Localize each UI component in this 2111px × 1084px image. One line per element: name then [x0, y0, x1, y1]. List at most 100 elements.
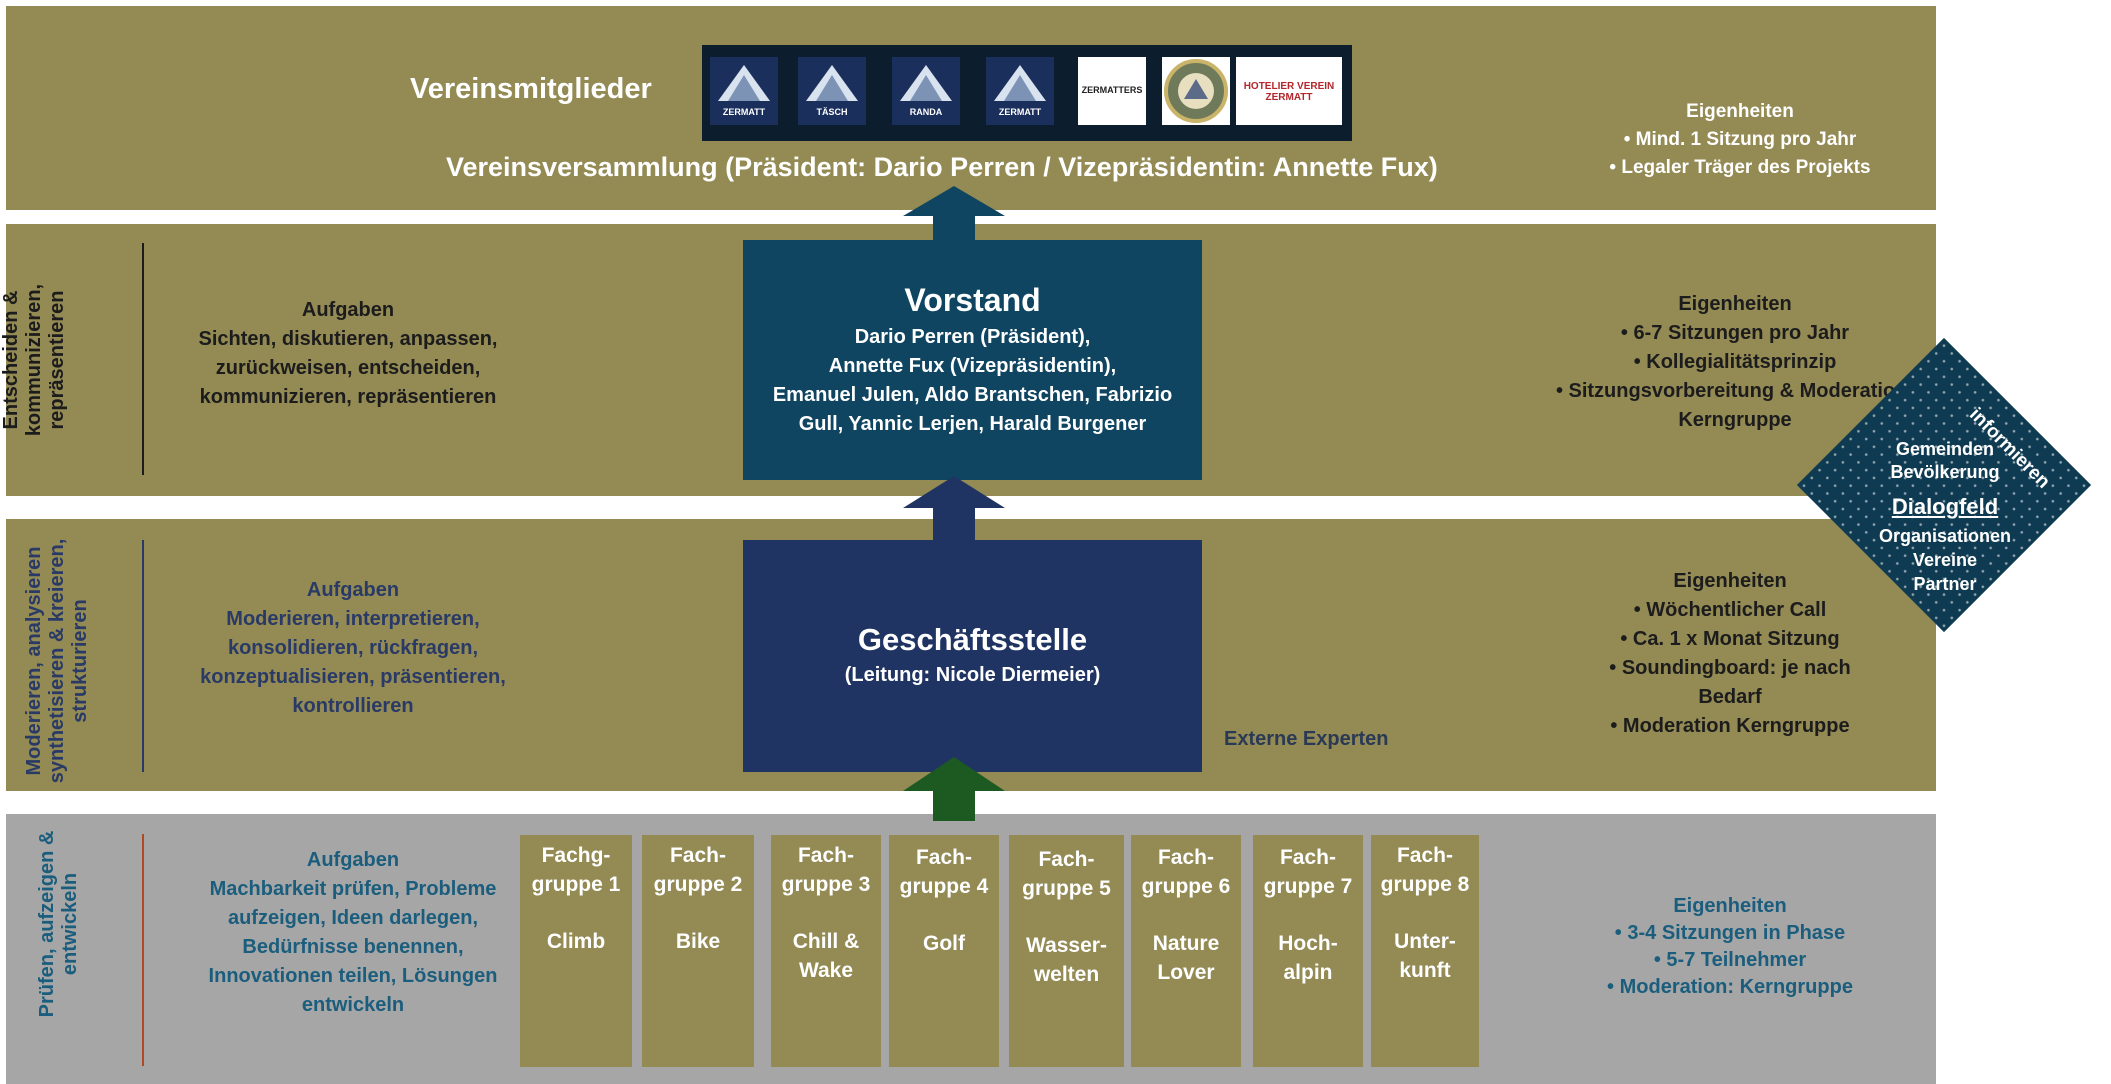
- seal-logo: [1162, 57, 1230, 125]
- fachgruppe-1: Fachg- gruppe 1 Climb: [520, 835, 632, 1067]
- zermatt-mountain-logo: ZERMATT: [710, 57, 778, 125]
- group-label: Fachg-: [541, 844, 611, 867]
- dialog-line: Gemeinden: [1895, 439, 1995, 459]
- office-properties: Eigenheiten • Wöchentlicher Call • Ca. 1…: [1500, 567, 1960, 741]
- office-box: Geschäftsstelle (Leitung: Nicole Diermei…: [743, 540, 1202, 772]
- board-box: Vorstand Dario Perren (Präsident), Annet…: [743, 240, 1202, 480]
- group-label: Fach-: [669, 844, 726, 867]
- group-label: Fach-: [915, 846, 972, 869]
- task-line: kontrollieren: [292, 695, 414, 717]
- properties-title: Eigenheiten: [1678, 293, 1792, 315]
- board-side-label: Entscheiden & kommunizieren, repräsentie…: [0, 250, 78, 470]
- members-title: Vereinsmitglieder: [410, 73, 652, 105]
- logo-text: ZERMATT: [722, 107, 766, 117]
- board-member-line: Emanuel Julen, Aldo Brantschen, Fabrizio: [772, 384, 1173, 406]
- group-label: Fach-: [797, 844, 854, 867]
- assembly-title: Vereinsversammlung (Präsident: Dario Per…: [446, 152, 1438, 182]
- group-label: Fach-: [1157, 846, 1214, 869]
- properties-title: Eigenheiten: [1673, 570, 1787, 592]
- property-item: • 3-4 Sitzungen in Phase: [1614, 922, 1846, 944]
- task-line: Moderieren, interpretieren,: [226, 608, 480, 630]
- members-properties: Eigenheiten • Mind. 1 Sitzung pro Jahr •…: [1540, 98, 1940, 182]
- side-label-line: synthetisieren & kreieren,: [46, 538, 68, 784]
- property-item: • Kollegialitätsprinzip: [1633, 351, 1837, 373]
- property-item: • Moderation: Kerngruppe: [1607, 976, 1853, 998]
- board-title: Vorstand: [904, 282, 1041, 318]
- group-name: Nature Lover: [1152, 932, 1220, 984]
- dialog-line: Bevölkerung: [1890, 462, 2000, 482]
- group-label: Fach-: [1038, 848, 1095, 871]
- group-label: gruppe 8: [1380, 873, 1470, 896]
- task-line: konzeptualisieren, präsentieren,: [200, 666, 506, 688]
- logo-text: TÄSCH: [816, 107, 848, 117]
- side-label-line: Entscheiden &: [0, 290, 22, 430]
- office-side-label: Moderieren, analysieren synthetisieren &…: [23, 511, 101, 811]
- board-member-line: Annette Fux (Vizepräsidentin),: [828, 355, 1117, 377]
- dialog-line: Partner: [1913, 574, 1977, 594]
- task-line: Sichten, diskutieren, anpassen,: [198, 328, 498, 350]
- group-label: gruppe 2: [653, 873, 743, 896]
- zermatters-logo: ZERMATTERS: [1078, 57, 1146, 125]
- groups-side-label: Prüfen, aufzeigen & entwickeln: [36, 819, 90, 1029]
- property-item: • Legaler Träger des Projekts: [1609, 157, 1871, 178]
- group-label: gruppe 5: [1022, 877, 1111, 900]
- external-experts-label: Externe Experten: [1224, 728, 1389, 750]
- property-item: • Mind. 1 Sitzung pro Jahr: [1623, 129, 1857, 150]
- fachgruppe-8: Fach- gruppe 8 Unter- kunft: [1371, 835, 1479, 1067]
- property-item: • Moderation Kerngruppe: [1610, 715, 1850, 737]
- properties-title: Eigenheiten: [1686, 101, 1794, 122]
- group-label: Fach-: [1279, 846, 1336, 869]
- group-label: gruppe 4: [899, 875, 989, 898]
- fachgruppe-2: Fach- gruppe 2 Bike: [642, 835, 754, 1067]
- board-member-line: Dario Perren (Präsident),: [854, 326, 1091, 348]
- task-line: Machbarkeit prüfen, Probleme: [209, 878, 497, 900]
- group-name: Golf: [923, 932, 965, 955]
- group-name: Unter- kunft: [1394, 930, 1456, 982]
- fachgruppe-5: Fach- gruppe 5 Wasser- welten: [1009, 835, 1124, 1067]
- task-line: kommunizieren, repräsentieren: [199, 386, 497, 408]
- property-item: • 6-7 Sitzungen pro Jahr: [1620, 322, 1850, 344]
- group-label: gruppe 6: [1141, 875, 1231, 898]
- dialog-content: Gemeinden Bevölkerung Dialogfeld Organis…: [1860, 438, 2030, 596]
- fachgruppe-4: Fach- gruppe 4 Golf: [889, 835, 999, 1067]
- group-name: Climb: [546, 930, 606, 953]
- logo-text: HOTELIER VEREIN ZERMATT: [1243, 81, 1335, 103]
- group-label: gruppe 1: [531, 873, 621, 896]
- task-line: Bedürfnisse benennen,: [242, 936, 464, 958]
- group-name: Wasser- welten: [1026, 934, 1107, 986]
- board-members: Dario Perren (Präsident), Annette Fux (V…: [743, 323, 1202, 439]
- arrow-up-office: [903, 476, 1005, 542]
- dialog-line: Organisationen: [1878, 526, 2012, 546]
- dialog-line: Vereine: [1912, 550, 1978, 570]
- group-label: Fach-: [1396, 844, 1453, 867]
- group-label: gruppe 3: [781, 873, 871, 896]
- fachgruppe-7: Fach- gruppe 7 Hoch- alpin: [1253, 835, 1363, 1067]
- tasks-title: Aufgaben: [306, 849, 400, 871]
- task-line: aufzeigen, Ideen darlegen,: [227, 907, 479, 929]
- groups-tasks: Aufgaben Machbarkeit prüfen, Probleme au…: [190, 846, 516, 1020]
- office-title: Geschäftsstelle: [857, 622, 1088, 657]
- side-label-line: strukturieren: [69, 599, 91, 723]
- task-line: Innovationen teilen, Lösungen: [208, 965, 498, 987]
- zermatt-mountain-logo-2: ZERMATT: [986, 57, 1054, 125]
- dialog-bottom-text: Organisationen Vereine Partner: [1860, 524, 2030, 596]
- group-name: Bike: [675, 930, 721, 953]
- logo-text: ZERMATTERS: [1081, 85, 1143, 95]
- task-line: entwickeln: [301, 994, 405, 1016]
- fachgruppe-3: Fach- gruppe 3 Chill & Wake: [771, 835, 881, 1067]
- hotelier-verein-logo: HOTELIER VEREIN ZERMATT: [1236, 57, 1342, 125]
- board-member-line: Gull, Yannic Lerjen, Harald Burgener: [798, 413, 1147, 435]
- divider-line: [142, 834, 144, 1066]
- dialog-top-text: Gemeinden Bevölkerung: [1860, 438, 2030, 484]
- arrow-up-groups: [903, 757, 1005, 821]
- side-label-line: kommunizieren,: [23, 283, 45, 437]
- property-item: • Soundingboard: je nach: [1609, 657, 1851, 679]
- randa-mountain-logo: RANDA: [892, 57, 960, 125]
- office-tasks: Aufgaben Moderieren, interpretieren, kon…: [170, 576, 536, 721]
- divider-line: [142, 243, 144, 475]
- side-label-line: repräsentieren: [46, 290, 68, 430]
- property-item: • Ca. 1 x Monat Sitzung: [1620, 628, 1840, 650]
- board-properties: Eigenheiten • 6-7 Sitzungen pro Jahr • K…: [1500, 290, 1970, 435]
- member-logo-strip: ZERMATT TÄSCH RANDA ZERMATT ZERMATTERS H…: [702, 45, 1352, 141]
- properties-title: Eigenheiten: [1673, 895, 1787, 917]
